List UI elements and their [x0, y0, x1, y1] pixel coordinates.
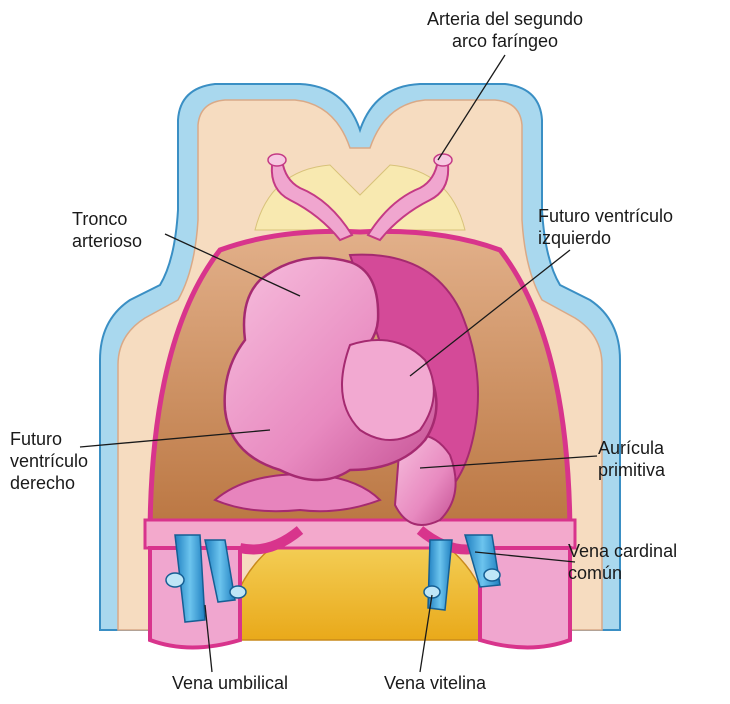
left-vein-branch	[204, 539, 236, 603]
leader-umbilical	[204, 604, 213, 673]
label-auricula: Aurícula primitiva	[598, 438, 666, 480]
leader-auricula	[419, 455, 598, 469]
label-umbilical: Vena umbilical	[171, 673, 289, 693]
label-vitelina: Vena vitelina	[383, 673, 487, 693]
leader-lines	[79, 54, 598, 673]
label-arteria: Arteria del segundo arco faríngeo	[426, 9, 584, 51]
label-futuro-izquierdo: Futuro ventrículo izquierdo	[538, 206, 674, 248]
leader-tronco	[164, 233, 301, 297]
label-futuro-derecho: Futuro ventrículo derecho	[10, 429, 89, 493]
leader-vitelina	[419, 594, 433, 673]
leader-cardinal	[474, 551, 576, 563]
leader-futuro-der	[79, 429, 271, 448]
leader-arteria	[437, 54, 506, 161]
primitive-atrium	[393, 434, 457, 526]
left-magenta-wall	[238, 526, 304, 555]
pharyngeal-region	[254, 164, 466, 231]
heart-lower-lobe	[213, 473, 382, 513]
umbilical-vein	[174, 534, 206, 623]
leader-futuro-izq	[409, 249, 571, 377]
label-tronco: Tronco arterioso	[72, 209, 143, 251]
left-ventricle-lobe	[341, 339, 435, 441]
label-cardinal: Vena cardinal común	[568, 541, 678, 583]
right-sinus-horn	[478, 546, 572, 650]
